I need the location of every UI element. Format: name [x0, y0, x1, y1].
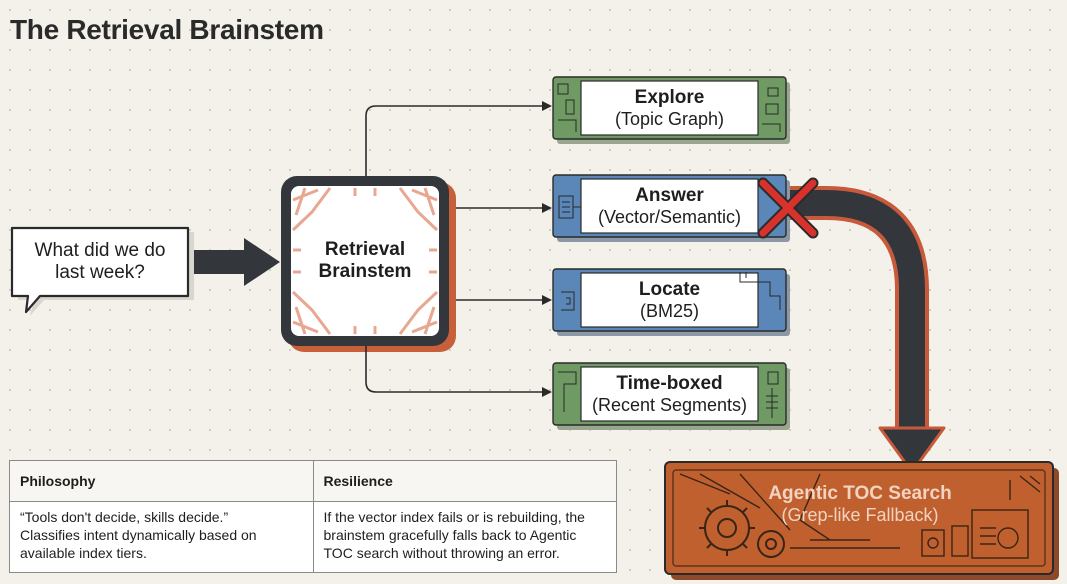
- query-bubble-text: What did we do last week?: [16, 232, 184, 292]
- brainstem-label: Retrieval Brainstem: [291, 186, 439, 336]
- resilience-header: Resilience: [312, 460, 617, 502]
- fallback-title: Agentic TOC Search: [768, 482, 952, 504]
- philosophy-line-2: Classifies intent dynamically based on: [20, 527, 257, 544]
- skill-box-answer: [552, 174, 790, 242]
- skill-title: Locate: [638, 278, 701, 300]
- fallback-arrow: [790, 186, 946, 474]
- skill-subtitle: (Topic Graph): [614, 108, 725, 129]
- skill-title: Explore: [634, 86, 705, 108]
- resilience-line-1: If the vector index fails or is rebuildi…: [323, 509, 585, 525]
- skill-label-time-boxed: Time-boxed (Recent Segments): [581, 367, 758, 421]
- philosophy-line-1: “Tools don't decide, skills decide.”: [20, 509, 229, 525]
- query-arrow: [194, 238, 280, 286]
- resilience-cell: If the vector index fails or is rebuildi…: [312, 501, 617, 573]
- query-bubble: [10, 226, 194, 316]
- skill-box-locate: [552, 268, 790, 336]
- page-title: The Retrieval Brainstem: [10, 14, 324, 45]
- resilience-line-3: TOC search without throwing an error.: [323, 545, 560, 562]
- skill-subtitle: (Recent Segments): [591, 394, 748, 415]
- failure-x-icon: [757, 177, 819, 239]
- skill-label-locate: Locate (BM25): [581, 273, 758, 327]
- brainstem-line-2: Brainstem: [318, 261, 412, 282]
- gear-icon: [699, 500, 785, 558]
- skill-box-explore: [552, 76, 790, 144]
- skill-title: Time-boxed: [616, 372, 723, 394]
- skill-subtitle: (BM25): [639, 300, 699, 321]
- skill-label-explore: Explore (Topic Graph): [581, 81, 758, 135]
- brainstem-box: [281, 176, 456, 352]
- fallback-box: [664, 461, 1059, 580]
- fallback-subtitle: (Grep-like Fallback): [781, 504, 939, 525]
- skill-label-answer: Answer (Vector/Semantic): [581, 179, 758, 233]
- query-line-2: last week?: [55, 262, 145, 283]
- query-line-1: What did we do: [34, 240, 166, 262]
- skill-title: Answer: [635, 184, 704, 206]
- brainstem-line-1: Retrieval: [324, 239, 406, 261]
- philosophy-cell: “Tools don't decide, skills decide.” Cla…: [9, 501, 314, 573]
- skill-connectors: [365, 101, 552, 397]
- philosophy-line-3: available index tiers.: [20, 545, 147, 562]
- philosophy-header: Philosophy: [9, 460, 314, 502]
- skill-subtitle: (Vector/Semantic): [597, 206, 742, 227]
- fallback-label: Agentic TOC Search (Grep-like Fallback): [740, 478, 980, 530]
- info-table: Philosophy Resilience “Tools don't decid…: [9, 460, 617, 573]
- skill-box-time-boxed: [552, 362, 790, 430]
- resilience-line-2: brainstem gracefully falls back to Agent…: [323, 527, 577, 544]
